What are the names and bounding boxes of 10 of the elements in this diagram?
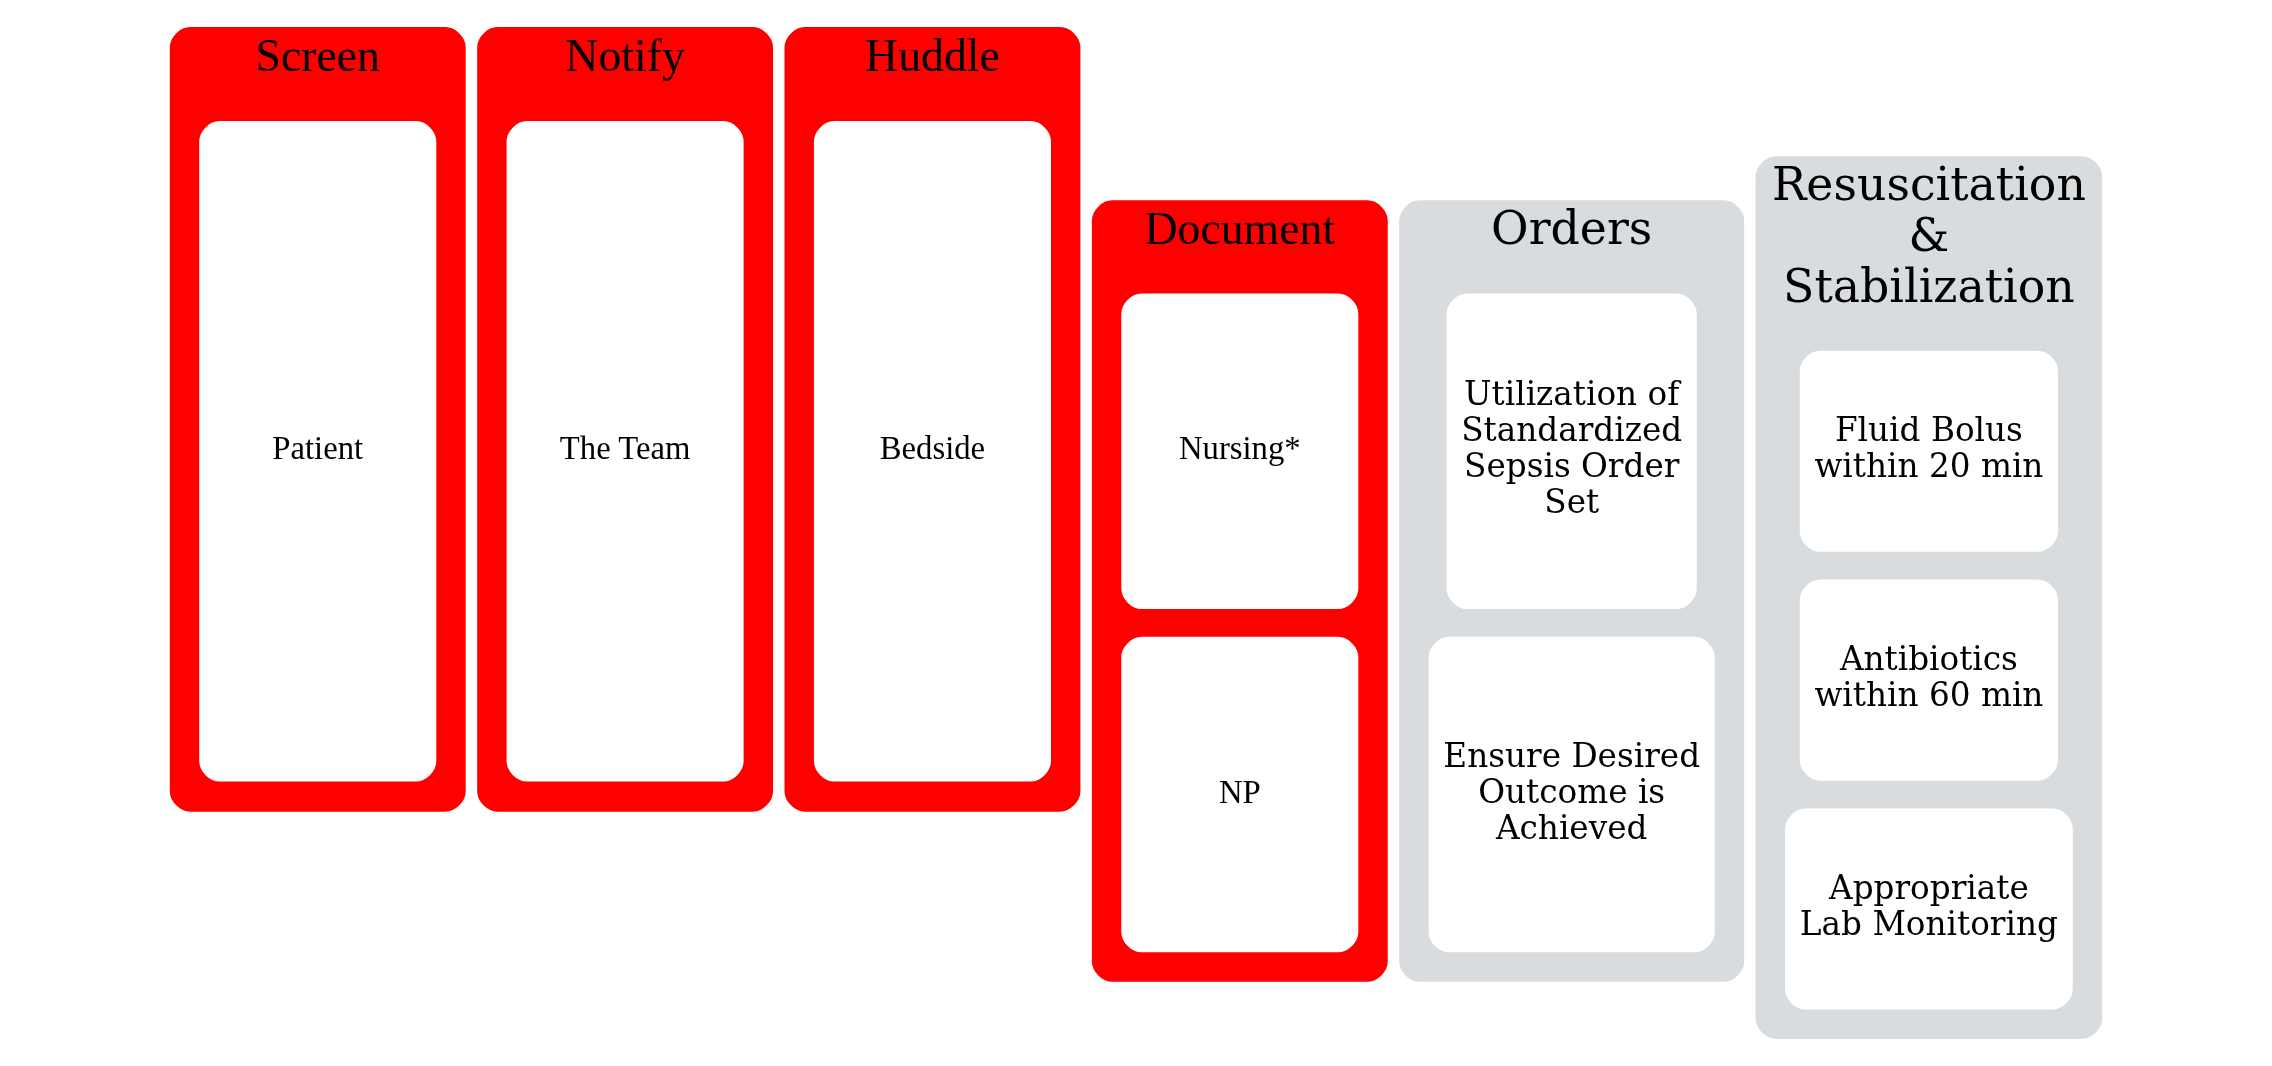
node-box: Utilization of Standardized Sepsis Order Set [1446, 293, 1697, 609]
node-box: Fluid Bolus within 20 min [1799, 350, 2059, 552]
node-box: Ensure Desired Outcome is Achieved [1428, 636, 1715, 953]
node-box: Bedside [813, 121, 1051, 782]
node-box: Patient [199, 121, 437, 782]
node-box: Appropriate Lab Monitoring [1785, 808, 2073, 1010]
node-box: NP [1121, 636, 1359, 953]
node-box: Antibiotics within 60 min [1799, 579, 2059, 781]
node-box: Nursing* [1121, 293, 1359, 609]
node-box: The Team [506, 121, 744, 782]
